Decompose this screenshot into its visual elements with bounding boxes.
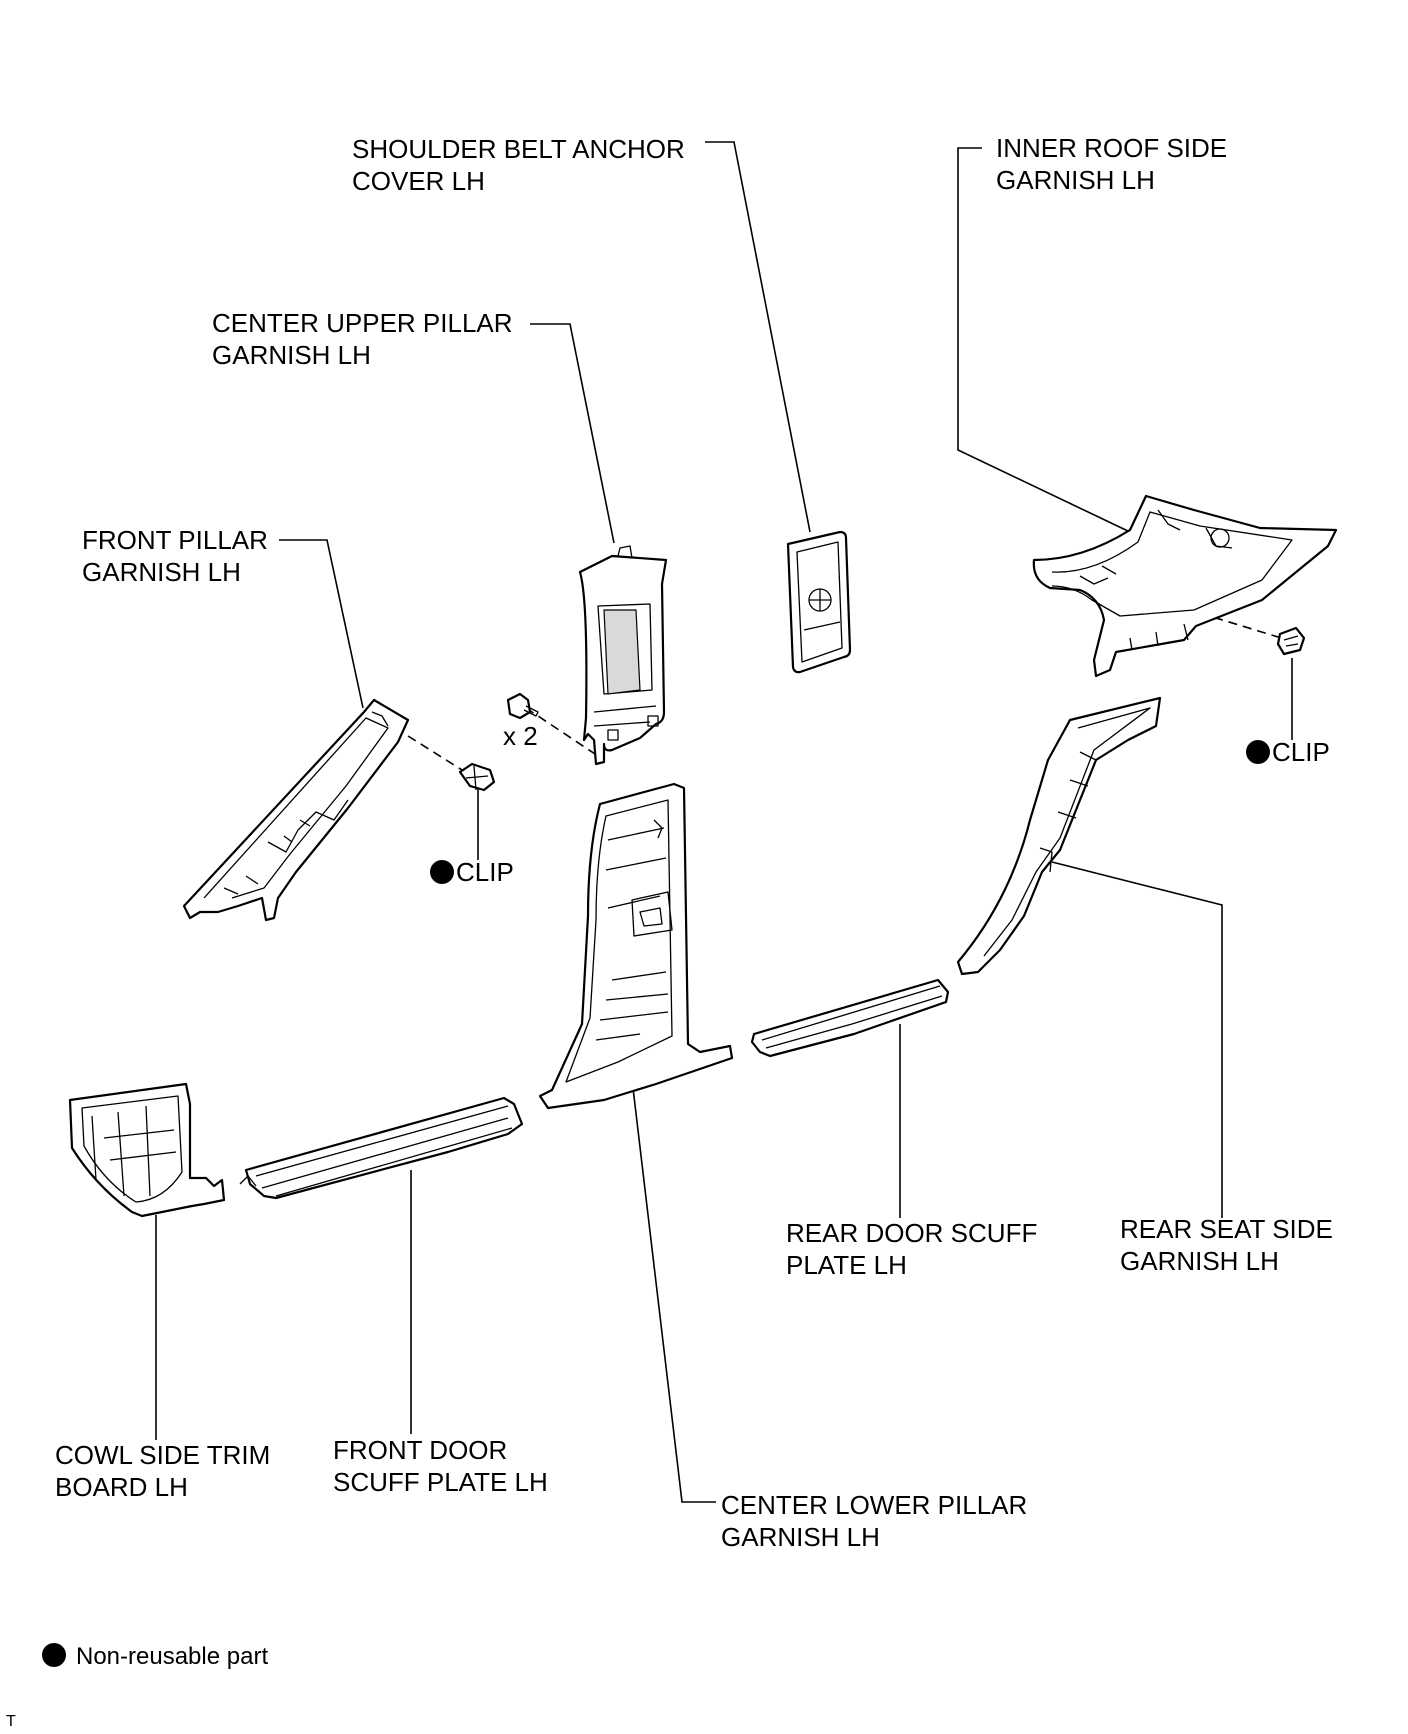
center-upper-pillar-garnish-part: [578, 545, 668, 766]
leader-center-lower-pillar-garnish: [632, 1087, 716, 1503]
dash-clip-left: [407, 735, 471, 776]
clip-right-icon: [1276, 626, 1306, 656]
label-front-pillar-garnish: FRONT PILLAR GARNISH LH: [82, 525, 268, 587]
label-shoulder-belt-anchor-cover: SHOULDER BELT ANCHOR COVER LH: [352, 134, 685, 196]
label-line-1: FRONT DOOR: [333, 1435, 507, 1465]
screw-quantity-label: x 2: [503, 721, 538, 751]
non-reusable-marker-icon: [430, 860, 454, 884]
label-inner-roof-side-garnish: INNER ROOF SIDE GARNISH LH: [996, 133, 1227, 195]
leader-inner-roof-side-garnish: [957, 147, 1131, 533]
label-line-2: COVER LH: [352, 166, 485, 196]
cowl-side-trim-board-part: [68, 1082, 226, 1218]
label-line-2: GARNISH LH: [996, 165, 1155, 195]
front-door-scuff-plate-part: [239, 1096, 524, 1200]
label-line-2: PLATE LH: [786, 1250, 907, 1280]
leader-shoulder-belt-anchor-cover: [705, 141, 811, 533]
label-line-2: GARNISH LH: [212, 340, 371, 370]
label-rear-door-scuff-plate: REAR DOOR SCUFF PLATE LH: [786, 1218, 1037, 1280]
inner-roof-side-garnish-part: [1032, 494, 1338, 678]
label-line-1: INNER ROOF SIDE: [996, 133, 1227, 163]
label-line-2: BOARD LH: [55, 1472, 188, 1502]
label-cowl-side-trim-board: COWL SIDE TRIM BOARD LH: [55, 1440, 270, 1502]
leader-lines: [155, 141, 1293, 1503]
clip-left-icon: [458, 762, 496, 792]
non-reusable-marker-icon: [1246, 740, 1270, 764]
label-line-2: GARNISH LH: [82, 557, 241, 587]
leader-front-pillar-garnish: [279, 539, 364, 709]
rear-seat-side-garnish-part: [956, 696, 1162, 976]
label-line-1: FRONT PILLAR: [82, 525, 268, 555]
label-clip-left: CLIP: [430, 857, 514, 887]
clip-label: CLIP: [1272, 737, 1330, 767]
label-line-1: REAR DOOR SCUFF: [786, 1218, 1037, 1248]
legend-text: Non-reusable part: [76, 1643, 268, 1670]
non-reusable-marker-icon: [42, 1643, 66, 1667]
screw-icon: [506, 692, 539, 720]
label-line-1: COWL SIDE TRIM: [55, 1440, 270, 1470]
figure-code: T: [6, 1713, 16, 1730]
label-center-upper-pillar-garnish: CENTER UPPER PILLAR GARNISH LH: [212, 308, 513, 370]
rear-door-scuff-plate-part: [750, 978, 950, 1058]
label-line-1: CENTER UPPER PILLAR: [212, 308, 513, 338]
label-rear-seat-side-garnish: REAR SEAT SIDE GARNISH LH: [1120, 1214, 1333, 1276]
label-line-2: GARNISH LH: [721, 1522, 880, 1552]
label-line-1: SHOULDER BELT ANCHOR: [352, 134, 685, 164]
label-clip-right: CLIP: [1246, 737, 1330, 767]
shoulder-belt-anchor-cover-part: [786, 530, 852, 674]
label-center-lower-pillar-garnish: CENTER LOWER PILLAR GARNISH LH: [721, 1490, 1027, 1552]
label-line-1: REAR SEAT SIDE: [1120, 1214, 1333, 1244]
clip-label: CLIP: [456, 857, 514, 887]
legend: Non-reusable part: [42, 1643, 268, 1670]
leader-rear-seat-side-garnish: [1051, 861, 1223, 1218]
front-pillar-garnish-part: [182, 698, 410, 922]
label-line-2: GARNISH LH: [1120, 1246, 1279, 1276]
label-line-2: SCUFF PLATE LH: [333, 1467, 548, 1497]
label-front-door-scuff-plate: FRONT DOOR SCUFF PLATE LH: [333, 1435, 548, 1497]
label-line-1: CENTER LOWER PILLAR: [721, 1490, 1027, 1520]
center-lower-pillar-garnish-part: [538, 782, 734, 1110]
leader-center-upper-pillar-garnish: [530, 323, 615, 544]
